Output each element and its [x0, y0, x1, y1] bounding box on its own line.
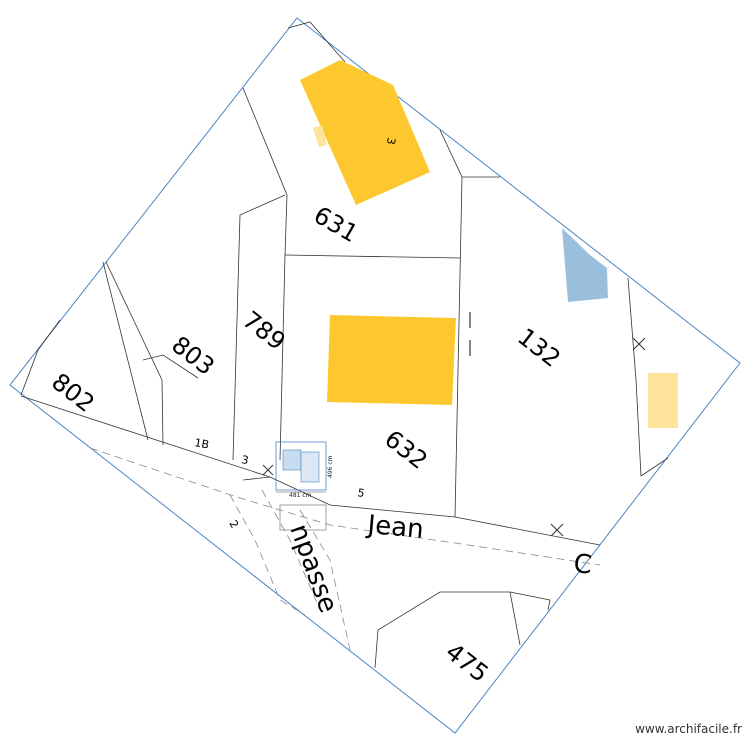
parcel-132-label: 132 — [512, 323, 565, 373]
cross-markers — [262, 337, 646, 537]
building-632 — [327, 315, 456, 405]
street-number-3: 3 — [240, 453, 249, 467]
parcel-631-label: 631 — [309, 201, 363, 248]
parcel-802-label: 802 — [46, 368, 99, 418]
road-center-lines — [89, 447, 601, 651]
street-number-1b: 1B — [193, 436, 210, 451]
parcel-632-label: 632 — [379, 425, 432, 475]
road-name-jean: Jean — [364, 510, 424, 545]
road-name-impasse: npasse — [283, 520, 343, 617]
parcel-475-label: 475 — [440, 638, 493, 688]
site-plan-dimension-bottom: 481 cm — [289, 492, 312, 499]
parcel-803-label: 803 — [166, 331, 219, 381]
pool-132 — [562, 228, 608, 302]
watermark-text: www.archifacile.fr — [635, 722, 742, 736]
site-plan-dimension-side: 496 cm — [327, 455, 334, 478]
road-name-c-partial: C — [572, 549, 593, 580]
site-plan-detail: 481 cm 496 cm — [275, 441, 334, 531]
building-631 — [300, 60, 430, 205]
map-boundary — [9, 17, 741, 734]
parcel-lines — [20, 21, 669, 669]
street-number-2: 2 — [226, 518, 241, 531]
building-light-east — [648, 373, 678, 428]
street-number-5: 5 — [356, 486, 365, 500]
building-631-annex — [313, 125, 327, 147]
building-number-3: 3 — [384, 136, 398, 145]
